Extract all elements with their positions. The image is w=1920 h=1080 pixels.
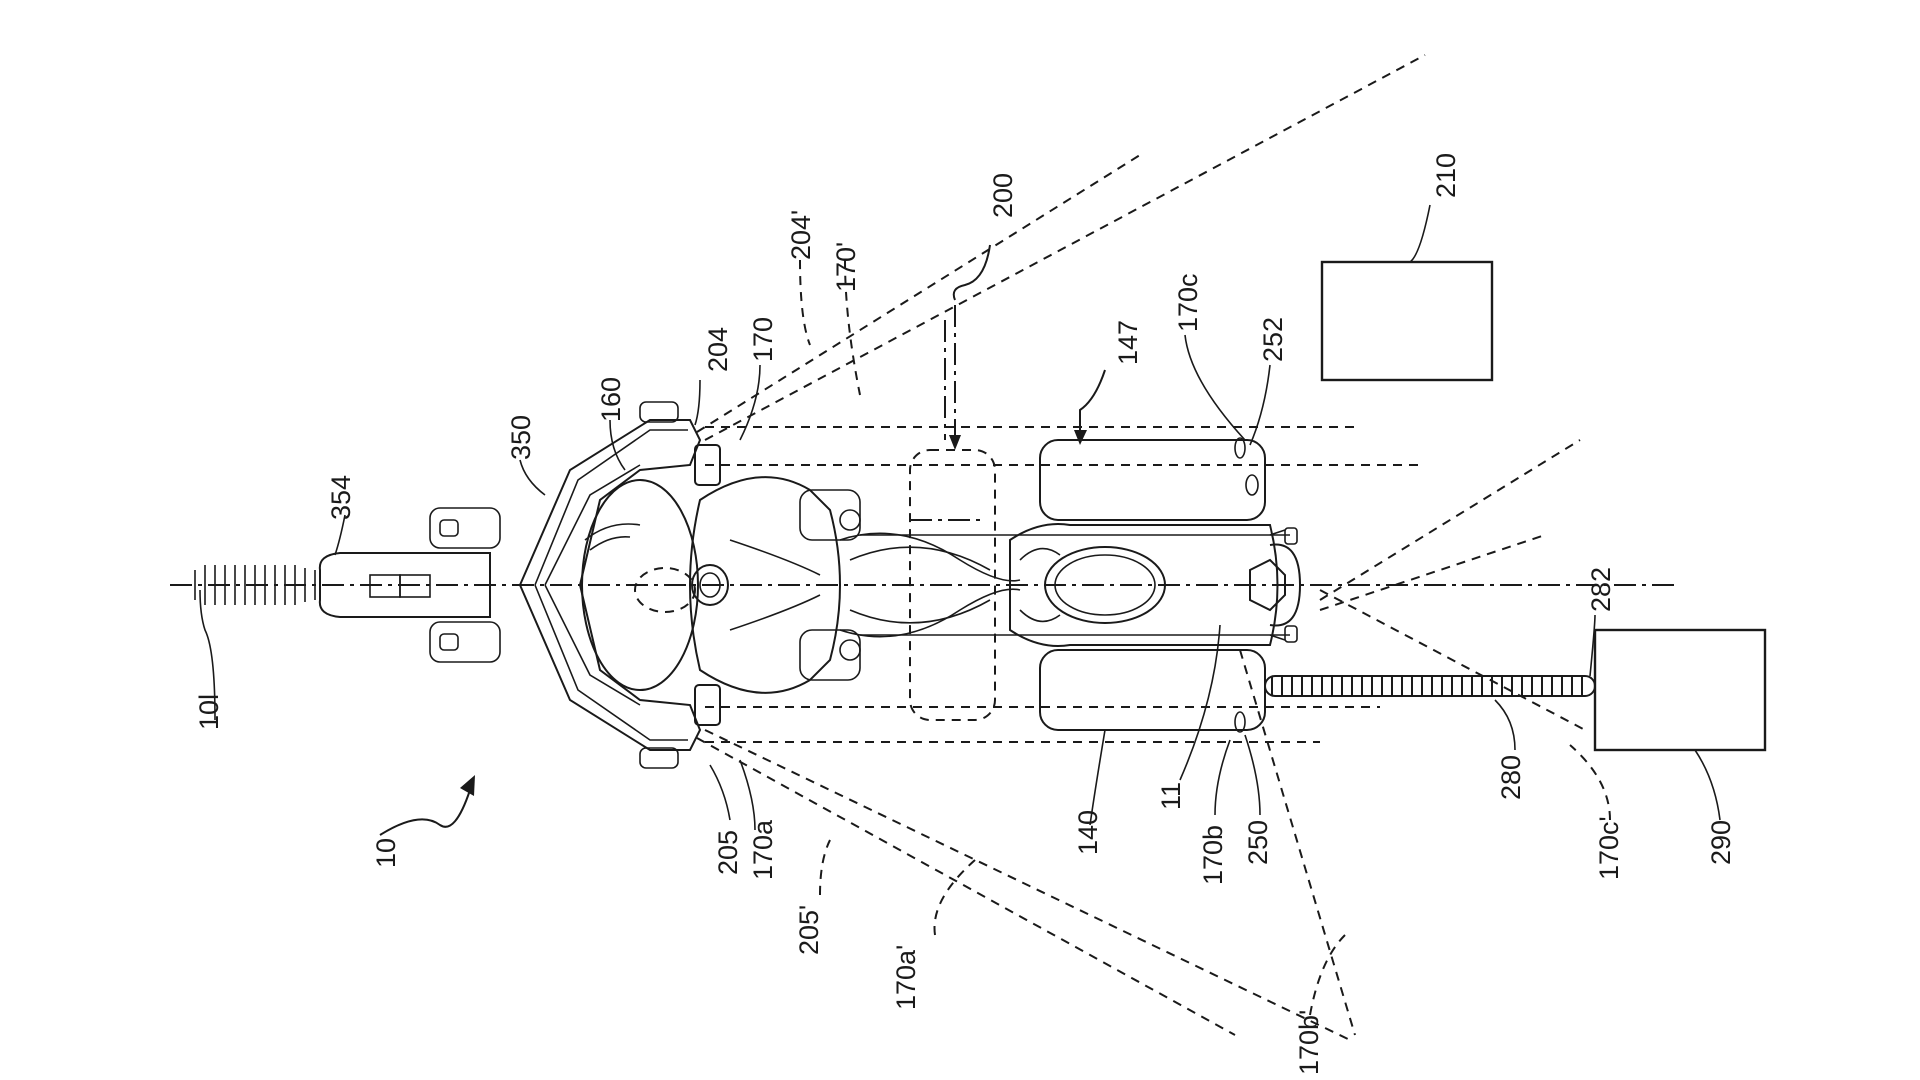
label-205-prime: 205' — [794, 905, 824, 955]
label-210: 210 — [1431, 153, 1461, 198]
front-coil — [194, 565, 316, 605]
label-147: 147 — [1113, 320, 1143, 365]
leader-lines — [199, 204, 1721, 1016]
block-210 — [1320, 260, 1494, 382]
label-200: 200 — [988, 173, 1018, 218]
label-280: 280 — [1496, 755, 1526, 800]
center-axis — [170, 320, 1680, 586]
label-170c: 170c — [1173, 273, 1203, 332]
label-290: 290 — [1706, 820, 1736, 865]
label-252: 252 — [1258, 317, 1288, 362]
label-350: 350 — [506, 415, 536, 460]
field-of-view-lines — [696, 54, 1586, 1041]
label-205: 205 — [713, 830, 743, 875]
label-250: 250 — [1243, 820, 1273, 865]
label-354: 354 — [326, 475, 356, 520]
label-10: 10 — [371, 838, 401, 868]
label-204-prime: 204' — [786, 210, 816, 260]
label-204: 204 — [703, 327, 733, 372]
arrows — [379, 244, 1106, 836]
label-282: 282 — [1586, 567, 1616, 612]
label-170a-prime: 170a' — [891, 945, 921, 1010]
block-290 — [1593, 628, 1767, 752]
motorcycle-drawing — [194, 401, 1302, 769]
label-140: 140 — [1073, 810, 1103, 855]
label-170: 170 — [748, 317, 778, 362]
label-170c-prime: 170c' — [1594, 816, 1624, 880]
label-170b-prime: 170b' — [1294, 1010, 1324, 1075]
label-170a: 170a — [748, 819, 778, 880]
label-11: 11 — [1156, 782, 1186, 810]
label-170-prime: 170' — [831, 242, 861, 292]
reference-labels: 10l 354 350 160 204 170 204' 170' 200 14… — [194, 153, 1736, 1075]
label-160: 160 — [596, 377, 626, 422]
label-170b: 170b — [1198, 825, 1228, 885]
tether-280 — [1264, 675, 1596, 697]
label-10l: 10l — [194, 694, 224, 730]
